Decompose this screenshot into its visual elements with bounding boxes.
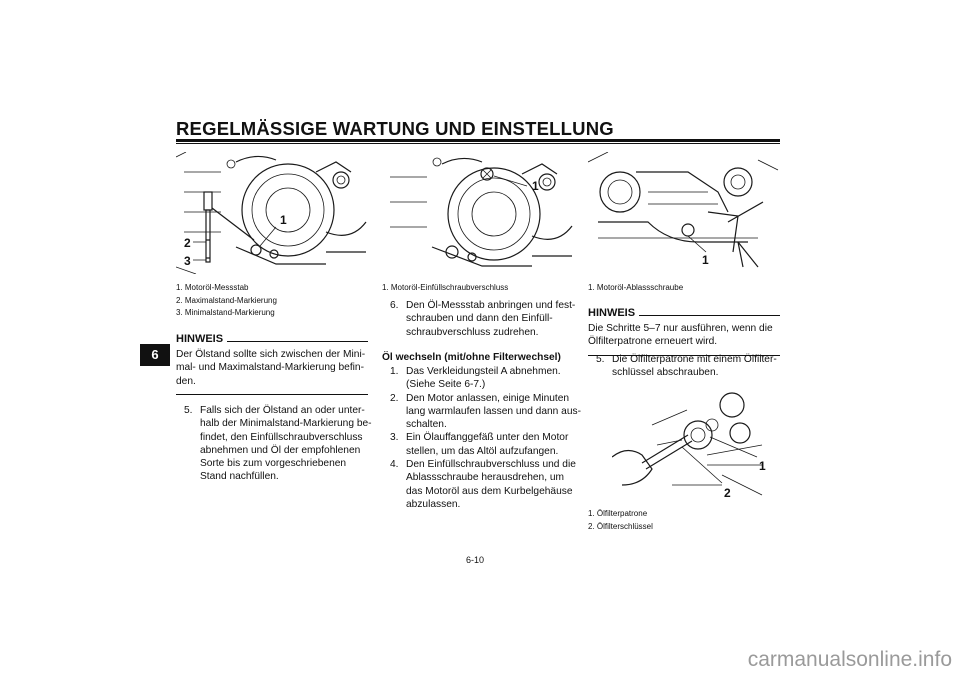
- text-line: schraubverschluss zudrehen.: [406, 326, 539, 338]
- text-line: halb der Minimalstand-Markierung be-: [200, 418, 372, 430]
- oil-filter-figure: 1 2: [612, 385, 770, 505]
- page-number: 6-10: [466, 555, 485, 565]
- fig1-captions: 1. Motoröl-Messstab 2. Maximalstand-Mark…: [176, 282, 277, 320]
- text-line: Ölfilterpatrone erneuert wird.: [588, 336, 718, 348]
- hinweis-box-2: HINWEIS Die Schritte 5–7 nur ausführen, …: [588, 307, 780, 356]
- fig4-captions: 1. Ölfilterpatrone 2. Ölfilterschlüssel: [588, 508, 653, 533]
- fig1-label-1: 1: [280, 213, 287, 227]
- text-line: abnehmen und Öl der empfohlenen: [200, 444, 361, 456]
- section-heading: Öl wechseln (mit/ohne Filterwechsel): [382, 352, 561, 363]
- dipstick-figure: 1 2 3: [176, 152, 368, 274]
- hinweis-heading: HINWEIS: [588, 307, 780, 319]
- text-line: Den Öl-Messstab anbringen und fest-: [406, 300, 576, 311]
- caption: 2. Ölfilterschlüssel: [588, 521, 653, 531]
- text-line: stellen, um das Altöl aufzufangen.: [406, 445, 559, 457]
- caption: 3. Minimalstand-Markierung: [176, 308, 275, 317]
- step-number: 4.: [390, 459, 399, 471]
- text-line: schrauben und dann den Einfüll-: [406, 313, 553, 325]
- caption: 1. Motoröl-Ablassschraube: [588, 283, 684, 292]
- text-line: Der Ölstand sollte sich zwischen der Min…: [176, 349, 366, 360]
- caption: 1. Motoröl-Einfüllschraubverschluss: [382, 283, 509, 292]
- oil-change-steps: 1. Das Verkleidungsteil A abnehmen. (Sie…: [382, 365, 587, 511]
- fig2-label-1: 1: [532, 179, 539, 193]
- text-line: Die Ölfilterpatrone mit einem Ölfilter-: [612, 354, 777, 365]
- text-line: Ein Ölauffanggefäß unter den Motor: [406, 432, 569, 444]
- page-title: REGELMÄSSIGE WARTUNG UND EINSTELLUNG: [176, 118, 614, 139]
- text-line: Den Motor anlassen, einige Minuten: [406, 392, 570, 404]
- drain-bolt-figure: 1: [588, 152, 780, 274]
- hinweis-label: HINWEIS: [176, 333, 224, 345]
- watermark: carmanualsonline.info: [747, 648, 952, 671]
- step-5-filter: 5. Die Ölfilterpatrone mit einem Ölfilte…: [588, 353, 788, 380]
- step-number: 6.: [390, 300, 399, 311]
- text-line: Falls sich der Ölstand an oder unter-: [200, 405, 365, 416]
- hinweis-rule: [176, 393, 368, 395]
- text-line: den.: [176, 375, 196, 387]
- text-line: Sorte bis zum vorgeschriebenen: [200, 458, 347, 470]
- text-line: das Motoröl aus dem Kurbelgehäuse: [406, 485, 573, 497]
- text-line: Das Verkleidungsteil A abnehmen.: [406, 366, 561, 377]
- hinweis-text: Die Schritte 5–7 nur ausführen, wenn die…: [588, 322, 780, 349]
- text-line: Stand nachfüllen.: [200, 471, 279, 483]
- title-rule: [176, 139, 780, 142]
- fig3-captions: 1. Motoröl-Ablassschraube: [588, 282, 683, 295]
- filler-cap-figure: 1: [382, 152, 574, 274]
- step-number: 5.: [596, 354, 605, 365]
- caption: 1. Ölfilterpatrone: [588, 509, 648, 518]
- text-line: schalten.: [406, 419, 447, 431]
- chapter-tab: 6: [140, 344, 170, 366]
- fig1-label-2: 2: [184, 236, 191, 250]
- hinweis-box: HINWEIS Der Ölstand sollte sich zwischen…: [176, 333, 368, 395]
- step-number: 5.: [184, 405, 193, 416]
- text-line: Ablassschraube herausdrehen, um: [406, 472, 565, 484]
- fig2-captions: 1. Motoröl-Einfüllschraubverschluss: [382, 282, 508, 295]
- step-number: 1.: [390, 366, 399, 377]
- text-line: (Siehe Seite 6-7.): [406, 379, 486, 391]
- text-line: schlüssel abschrauben.: [612, 367, 719, 379]
- text-line: lang warmlaufen lassen und dann aus-: [406, 405, 581, 417]
- hinweis-text: Der Ölstand sollte sich zwischen der Min…: [176, 348, 368, 388]
- hinweis-heading: HINWEIS: [176, 333, 368, 345]
- text-line: findet, den Einfüllschraubverschluss: [200, 431, 363, 443]
- caption: 1. Motoröl-Messstab: [176, 283, 249, 292]
- text-line: Den Einfüllschraubverschluss und die: [406, 459, 576, 471]
- step-5: 5. Falls sich der Ölstand an oder unter-…: [176, 404, 376, 484]
- fig1-label-3: 3: [184, 254, 191, 268]
- text-line: mal- und Maximalstand-Markierung befin-: [176, 362, 364, 374]
- hinweis-rule: [588, 354, 780, 356]
- text-line: abzulassen.: [406, 498, 461, 510]
- step-number: 2.: [390, 392, 399, 404]
- fig4-label-2: 2: [724, 486, 731, 500]
- step-6: 6. Den Öl-Messstab anbringen und fest- s…: [382, 299, 587, 339]
- hinweis-label: HINWEIS: [588, 307, 636, 319]
- fig4-label-1: 1: [759, 459, 766, 473]
- title-rule-thin: [176, 143, 780, 144]
- text-line: Die Schritte 5–7 nur ausführen, wenn die: [588, 323, 773, 334]
- fig3-label-1: 1: [702, 253, 709, 267]
- caption: 2. Maximalstand-Markierung: [176, 295, 277, 305]
- step-number: 3.: [390, 432, 399, 444]
